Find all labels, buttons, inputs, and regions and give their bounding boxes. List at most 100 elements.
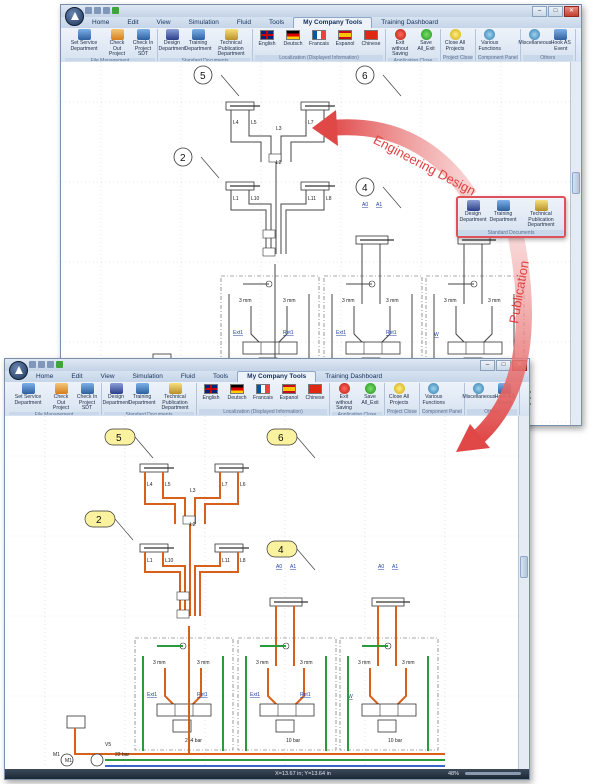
save-all-exit-button[interactable]: Save All_Exit [358, 383, 382, 406]
button-label: Training Department [184, 40, 212, 52]
hook-as-event-button[interactable]: Hook AS Event [549, 29, 573, 52]
check-out-project-button[interactable]: Check Out Project [105, 29, 129, 58]
training-department-button[interactable]: Training Department [128, 383, 156, 406]
zoom-slider[interactable] [465, 772, 521, 775]
training-department-button[interactable]: Training Department [184, 29, 212, 52]
orifice-label: 3 mm [402, 660, 415, 666]
port-label-a0: A0 [276, 564, 282, 570]
deutsch-button[interactable]: Deutsch [281, 29, 305, 48]
tab-home[interactable]: Home [92, 19, 110, 26]
maximize-button[interactable]: □ [548, 6, 563, 17]
tab-fluid[interactable]: Fluid [180, 373, 195, 380]
vertical-scrollbar[interactable] [570, 62, 581, 425]
minimize-button[interactable]: – [532, 6, 547, 17]
tab-edit[interactable]: Edit [71, 373, 83, 380]
tab-view[interactable]: View [100, 373, 115, 380]
check-in-project-sdt-button[interactable]: Check In Project SDT [75, 383, 99, 412]
design-department-button[interactable]: Design Department [102, 383, 130, 406]
ribbon-tabs: Home Edit View Simulation Fluid Tools My… [61, 17, 581, 28]
save-icon[interactable] [29, 361, 36, 368]
leader-line [382, 186, 402, 209]
redo-icon[interactable] [103, 7, 110, 14]
hook-as-event-button[interactable]: Hook AS Event [493, 383, 517, 406]
various-functions-button[interactable]: Various Functions [422, 383, 446, 406]
junction [176, 591, 190, 601]
button-label: Check Out Project [108, 40, 126, 58]
close-all-projects-button[interactable]: Close All Projects [443, 29, 467, 52]
callout-training-button[interactable]: Training Department [489, 200, 517, 229]
app-menu-button[interactable] [65, 7, 84, 26]
tab-home[interactable]: Home [36, 373, 54, 380]
espanol-button[interactable]: Espanol [333, 29, 357, 48]
ribbon-group-label: File Management [9, 411, 99, 415]
english-button[interactable]: English [199, 383, 223, 402]
minimize-button[interactable]: – [480, 360, 495, 371]
relief-valve [66, 715, 86, 729]
tab-training-dashboard[interactable]: Training Dashboard [381, 19, 439, 26]
ribbon-group-label: Standard Documents [160, 57, 250, 61]
undo-icon[interactable] [38, 361, 45, 368]
ribbon-group-label: Project Close [443, 55, 473, 61]
maximize-button[interactable]: □ [496, 360, 511, 371]
check-in-project-sdt-button[interactable]: Check In Project SDT [131, 29, 155, 58]
close-all-projects-button[interactable]: Close All Projects [387, 383, 411, 406]
leader-line [220, 74, 240, 97]
motor-label: M1 [53, 752, 60, 758]
chinese-button[interactable]: Chinese [359, 29, 383, 48]
tab-edit[interactable]: Edit [127, 19, 139, 26]
deutsch-button[interactable]: Deutsch [225, 383, 249, 402]
miscellaneous-button[interactable]: Miscellaneous [462, 383, 495, 401]
vertical-scrollbar[interactable] [518, 416, 529, 769]
design-dept-icon [466, 200, 480, 211]
play-icon[interactable] [56, 361, 63, 368]
save-icon[interactable] [85, 7, 92, 14]
check-out-project-button[interactable]: Check Out Project [49, 383, 73, 412]
close-button[interactable]: ✕ [512, 360, 527, 371]
scroll-thumb[interactable] [572, 172, 580, 194]
tab-my-company-tools[interactable]: My Company Tools [237, 371, 317, 382]
callout-techpub-button[interactable]: Technical Publication Department [521, 200, 561, 229]
callout-design-button[interactable]: Design Department [459, 200, 487, 229]
play-icon[interactable] [112, 7, 119, 14]
tab-tools[interactable]: Tools [212, 373, 229, 380]
chinese-button[interactable]: Chinese [303, 383, 327, 402]
junction [182, 515, 196, 525]
tab-simulation[interactable]: Simulation [188, 19, 219, 26]
exit-without-saving-button[interactable]: Exit without Saving [332, 383, 356, 412]
technical-publication-department-button[interactable]: Technical Publication Department [212, 29, 250, 58]
standard-documents-callout: Design Department Training Department Te… [456, 196, 566, 238]
espanol-button[interactable]: Espanol [277, 383, 301, 402]
pressure-line [276, 306, 288, 345]
tab-view[interactable]: View [156, 19, 171, 26]
save-all-exit-button[interactable]: Save All_Exit [414, 29, 438, 52]
miscellaneous-button[interactable]: Miscellaneous [518, 29, 551, 47]
yellow-circle-icon [449, 29, 461, 40]
undo-icon[interactable] [94, 7, 101, 14]
exit-without-saving-button[interactable]: Exit without Saving [388, 29, 412, 58]
set-service-department-button[interactable]: Set Service Department [9, 383, 47, 406]
set-service-department-button[interactable]: Set Service Department [65, 29, 103, 52]
pressure-label: 234 bar [185, 738, 202, 744]
english-button[interactable]: English [255, 29, 279, 48]
line-label: L4 [147, 482, 153, 488]
ribbon-group-label: Localization (Displayed Information) [199, 409, 327, 415]
tab-training-dashboard[interactable]: Training Dashboard [325, 373, 383, 380]
tab-simulation[interactable]: Simulation [132, 373, 163, 380]
francais-button[interactable]: Francais [307, 29, 331, 48]
tab-my-company-tools[interactable]: My Company Tools [293, 17, 373, 28]
close-button[interactable]: ✕ [564, 6, 579, 17]
training-dept-icon [496, 200, 510, 211]
quick-access-toolbar [29, 361, 63, 368]
scroll-thumb[interactable] [520, 556, 528, 578]
design-department-button[interactable]: Design Department [158, 29, 186, 52]
tab-tools[interactable]: Tools [268, 19, 285, 26]
various-functions-button[interactable]: Various Functions [478, 29, 502, 52]
redo-icon[interactable] [47, 361, 54, 368]
pressure-valve [172, 719, 192, 733]
orifice-label: 3 mm [488, 298, 501, 304]
technical-publication-department-button[interactable]: Technical Publication Department [156, 383, 194, 412]
francais-button[interactable]: Francais [251, 383, 275, 402]
tab-fluid[interactable]: Fluid [236, 19, 251, 26]
app-menu-button[interactable] [9, 361, 28, 380]
